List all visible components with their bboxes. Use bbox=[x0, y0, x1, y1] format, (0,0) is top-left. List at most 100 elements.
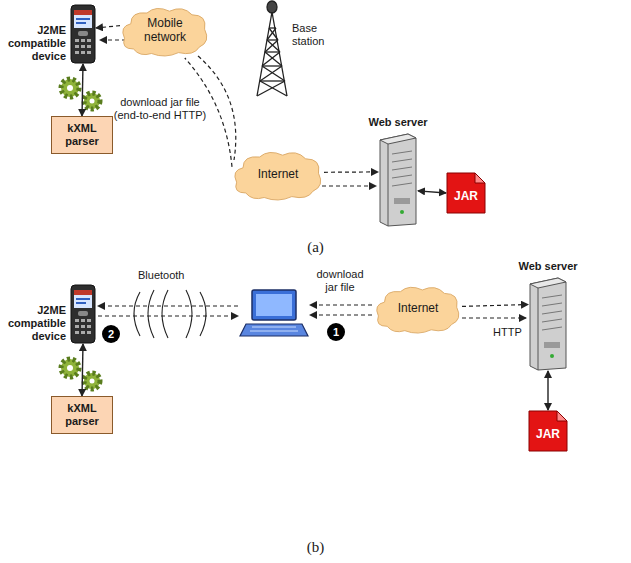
text-label: Bluetooth bbox=[138, 269, 198, 282]
icon-part bbox=[542, 311, 562, 314]
illustration-part bbox=[200, 292, 206, 336]
illustration-part bbox=[267, 39, 278, 40]
process-box: kXML parser bbox=[51, 116, 113, 154]
illustration-part bbox=[267, 28, 276, 40]
icon-part bbox=[377, 287, 459, 333]
icon-part bbox=[550, 354, 554, 358]
phone-icon bbox=[70, 4, 96, 64]
subfigure-caption: (b) bbox=[300, 538, 331, 556]
illustration-part bbox=[257, 81, 285, 96]
process-box: kXML parser bbox=[51, 396, 113, 434]
icon-part bbox=[81, 319, 85, 322]
subfigure-caption: (a) bbox=[300, 238, 331, 256]
node-heading: Web server bbox=[518, 260, 577, 273]
illustration-part bbox=[267, 1, 277, 13]
illustration-part bbox=[240, 324, 308, 336]
icon-part bbox=[392, 159, 412, 162]
network-cloud: Internet bbox=[374, 283, 462, 335]
web-server: Web server bbox=[528, 276, 568, 371]
icon-part bbox=[87, 331, 91, 334]
dashed-link bbox=[98, 315, 238, 316]
illustration-part bbox=[61, 359, 79, 377]
icon-part bbox=[557, 411, 567, 421]
dashed-link bbox=[198, 56, 236, 160]
icon-part bbox=[392, 151, 412, 154]
node-heading: Web server bbox=[368, 116, 427, 129]
icon-part bbox=[87, 45, 91, 48]
illustration-part bbox=[265, 52, 282, 66]
icon-part bbox=[392, 183, 412, 186]
icon-part bbox=[123, 8, 207, 56]
icon-part bbox=[74, 10, 92, 28]
data-flow-arrow bbox=[82, 64, 83, 116]
dashed-link bbox=[100, 39, 126, 40]
network-cloud: Internet bbox=[232, 148, 324, 202]
illustration-part bbox=[162, 290, 168, 338]
icon-part bbox=[388, 144, 389, 226]
icon-part bbox=[392, 175, 412, 178]
server-icon bbox=[378, 132, 418, 227]
node-text: JAR bbox=[454, 183, 478, 203]
icon-part bbox=[75, 45, 79, 48]
phone-device: J2ME compatible device bbox=[70, 4, 96, 64]
illustration-part bbox=[148, 290, 154, 338]
illustration-part bbox=[256, 294, 292, 316]
illustration-part bbox=[265, 40, 278, 52]
node-text: kXML parser bbox=[52, 120, 112, 149]
text-label: Base station bbox=[292, 22, 338, 48]
icon-part bbox=[75, 331, 79, 334]
icon-part bbox=[81, 51, 85, 54]
illustration-part bbox=[67, 365, 73, 371]
icon-part bbox=[542, 303, 562, 306]
network-link bbox=[462, 305, 528, 307]
gear-icon bbox=[61, 79, 100, 109]
icon-part bbox=[76, 298, 90, 300]
node-heading: J2ME compatible device bbox=[4, 304, 66, 344]
illustration-part bbox=[269, 28, 278, 40]
icon-part bbox=[542, 319, 562, 322]
icon-part bbox=[74, 290, 92, 295]
illustration-part bbox=[262, 66, 285, 81]
icon-part bbox=[74, 10, 92, 15]
text-label: HTTP bbox=[493, 326, 525, 339]
callout-number: 1 bbox=[327, 323, 345, 341]
icon-part bbox=[74, 290, 92, 308]
icon-part bbox=[542, 327, 562, 330]
illustration-part bbox=[67, 85, 73, 91]
illustration-part bbox=[260, 81, 287, 96]
illustration-part bbox=[262, 52, 280, 66]
icon-part bbox=[530, 278, 566, 288]
icon-part bbox=[235, 152, 321, 200]
icon-part bbox=[81, 45, 85, 48]
icon-part bbox=[400, 210, 404, 214]
icon-part bbox=[447, 173, 485, 213]
illustration-part bbox=[250, 327, 298, 331]
icon-part bbox=[538, 288, 539, 370]
icon-part bbox=[75, 39, 79, 42]
icon-part bbox=[81, 331, 85, 334]
icon-part bbox=[530, 278, 566, 370]
icon-part bbox=[380, 134, 416, 226]
phone-icon bbox=[70, 284, 96, 344]
icon-part bbox=[78, 31, 88, 36]
icon-part bbox=[394, 198, 410, 204]
icon-part bbox=[78, 311, 88, 316]
icon-part bbox=[76, 18, 90, 20]
data-flow-arrow bbox=[547, 371, 548, 410]
text-label: download jar file bbox=[310, 268, 370, 294]
icon-part bbox=[76, 22, 86, 24]
icon-part bbox=[87, 325, 91, 328]
icon-part bbox=[75, 319, 79, 322]
jar-file: JAR bbox=[528, 410, 568, 452]
gear-icon bbox=[61, 359, 100, 389]
network-link bbox=[96, 26, 120, 28]
network-cloud: Mobile network bbox=[120, 4, 210, 58]
icon-part bbox=[76, 302, 86, 304]
icon-part bbox=[475, 173, 485, 183]
icon-part bbox=[71, 285, 95, 343]
illustration-part bbox=[84, 373, 100, 389]
laptop-icon bbox=[240, 290, 308, 336]
illustration-part bbox=[260, 66, 282, 81]
